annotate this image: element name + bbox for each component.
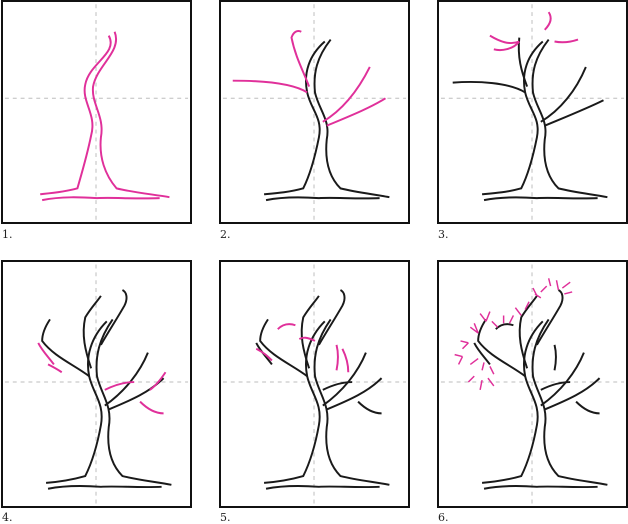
step-panel-5 bbox=[219, 260, 410, 508]
step-label-3: 3. bbox=[438, 228, 449, 241]
step-panel-6 bbox=[437, 260, 628, 508]
trunk-and-branches bbox=[255, 289, 390, 490]
new-side-branches bbox=[37, 342, 167, 415]
guide-lines bbox=[440, 264, 625, 504]
step-1-drawing bbox=[4, 4, 189, 220]
trunk-outline bbox=[40, 31, 170, 202]
guide-lines bbox=[222, 4, 407, 220]
guide-lines bbox=[4, 4, 189, 220]
step-6-drawing bbox=[440, 264, 625, 504]
guide-lines bbox=[222, 264, 407, 504]
guide-lines bbox=[440, 4, 625, 220]
step-label-6: 6. bbox=[438, 511, 449, 524]
step-label-5: 5. bbox=[220, 511, 231, 524]
step-label-2: 2. bbox=[220, 228, 231, 241]
trunk-and-branches bbox=[41, 289, 172, 490]
new-twigs bbox=[454, 278, 573, 391]
step-panel-3 bbox=[437, 0, 628, 224]
trunk-and-branches bbox=[473, 289, 608, 490]
trunk-outline bbox=[263, 38, 390, 202]
step-panel-4 bbox=[1, 260, 192, 508]
step-5-drawing bbox=[222, 264, 407, 504]
new-upper-twigs bbox=[489, 11, 579, 52]
step-label-4: 4. bbox=[2, 511, 13, 524]
step-label-1: 1. bbox=[2, 228, 13, 241]
new-main-branches bbox=[232, 30, 387, 127]
trunk-and-branches bbox=[452, 37, 608, 202]
step-panel-1 bbox=[1, 0, 192, 224]
step-panel-2 bbox=[219, 0, 410, 224]
step-4-drawing bbox=[4, 264, 189, 504]
step-2-drawing bbox=[222, 4, 407, 220]
step-3-drawing bbox=[440, 4, 625, 220]
new-small-branches bbox=[255, 323, 350, 373]
